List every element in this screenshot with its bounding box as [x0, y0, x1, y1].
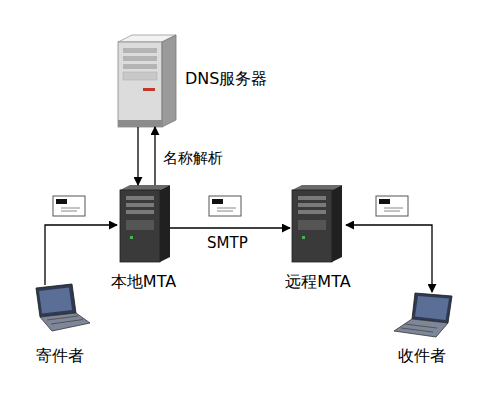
laptop-icon: [394, 293, 452, 337]
connector-arrow: [170, 227, 290, 228]
server-front: [120, 190, 160, 262]
server-side: [160, 185, 170, 262]
mta-server-icon: [120, 185, 170, 262]
laptop-lid: [412, 293, 452, 323]
keyboard-row: [47, 316, 78, 320]
server-front: [118, 42, 162, 127]
front-panel: [298, 220, 326, 230]
server-base: [118, 120, 162, 127]
keyboard-row: [401, 328, 433, 332]
server-side: [332, 185, 342, 262]
envelope-stamp: [212, 199, 223, 204]
node-label: DNS服务器: [185, 70, 267, 88]
drive-bay: [123, 64, 157, 69]
server-logo: [143, 88, 155, 91]
mta-server-icon: [292, 185, 342, 262]
envelope-line: [61, 211, 77, 212]
envelope-icon: [376, 196, 408, 216]
laptop-screen: [39, 288, 72, 314]
dns-server-icon: [118, 35, 176, 127]
envelope-stamp: [56, 199, 67, 204]
front-panel: [126, 220, 154, 230]
drive-bay: [298, 196, 326, 200]
server-node: DNS服务器: [113, 35, 178, 127]
status-led: [302, 236, 305, 239]
envelope-icon: [209, 196, 241, 216]
drive-bay: [298, 203, 326, 207]
drive-bay: [126, 203, 154, 207]
node-label: 寄件者: [36, 347, 84, 365]
connector-arrow: [45, 225, 117, 285]
envelope-body: [209, 196, 241, 216]
drive-bay: [123, 72, 157, 80]
drive-bay: [126, 210, 154, 214]
envelope-icon: [53, 196, 85, 216]
laptop-lid: [36, 284, 76, 317]
envelope-line: [384, 211, 400, 212]
keyboard-row: [51, 320, 83, 325]
laptop-base: [394, 319, 448, 337]
drive-bay: [123, 56, 157, 61]
node-label: 远程MTA: [285, 273, 350, 291]
envelope-body: [53, 196, 85, 216]
drive-bay: [126, 196, 154, 200]
drive-bay: [123, 48, 157, 53]
laptop-icon: [36, 284, 90, 331]
status-led: [130, 236, 133, 239]
node-label: 收件者: [398, 347, 446, 365]
envelope-body: [376, 196, 408, 216]
drive-bay: [298, 210, 326, 214]
laptop-screen: [415, 296, 449, 320]
envelope-stamp: [379, 199, 390, 204]
client-node: 收件者: [390, 292, 454, 338]
server-node: 远程MTA: [290, 185, 346, 263]
server-front: [292, 190, 332, 262]
node-label: 本地MTA: [111, 273, 176, 291]
laptop-base: [40, 313, 90, 331]
connector-arrow: [137, 127, 138, 185]
envelope-line: [61, 208, 80, 209]
envelope-line: [217, 211, 233, 212]
server-side: [162, 35, 176, 127]
envelope-line: [384, 208, 403, 209]
keyboard-row: [405, 324, 437, 328]
connector-arrow: [154, 127, 155, 185]
client-node: 寄件者: [30, 285, 90, 332]
connector-arrow: [346, 225, 432, 292]
edge-label: 名称解析: [163, 149, 223, 167]
server-node: 本地MTA: [117, 185, 170, 263]
edge-label: SMTP: [207, 234, 248, 252]
envelope-line: [217, 208, 236, 209]
